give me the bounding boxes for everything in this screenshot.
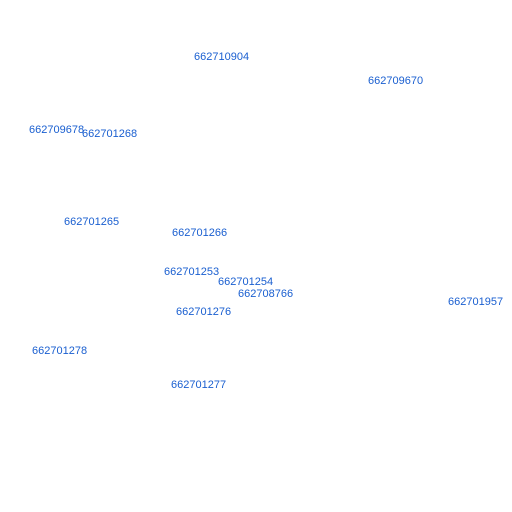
node-label-662709670[interactable]: 662709670 xyxy=(368,75,424,87)
node-label-662701276[interactable]: 662701276 xyxy=(176,306,232,318)
node-label-662701268[interactable]: 662701268 xyxy=(82,128,138,140)
node-label-662701957[interactable]: 662701957 xyxy=(448,296,504,308)
node-label-662709678[interactable]: 662709678 xyxy=(29,124,85,136)
node-label-662708766[interactable]: 662708766 xyxy=(238,288,294,300)
node-label-662710904[interactable]: 662710904 xyxy=(194,51,250,63)
node-label-662701254[interactable]: 662701254 xyxy=(218,276,274,288)
node-label-662701278[interactable]: 662701278 xyxy=(32,345,88,357)
node-label-662701277[interactable]: 662701277 xyxy=(171,379,227,391)
node-label-662701266[interactable]: 662701266 xyxy=(172,227,228,239)
node-label-662701253[interactable]: 662701253 xyxy=(164,266,220,278)
node-label-662701265[interactable]: 662701265 xyxy=(64,216,120,228)
